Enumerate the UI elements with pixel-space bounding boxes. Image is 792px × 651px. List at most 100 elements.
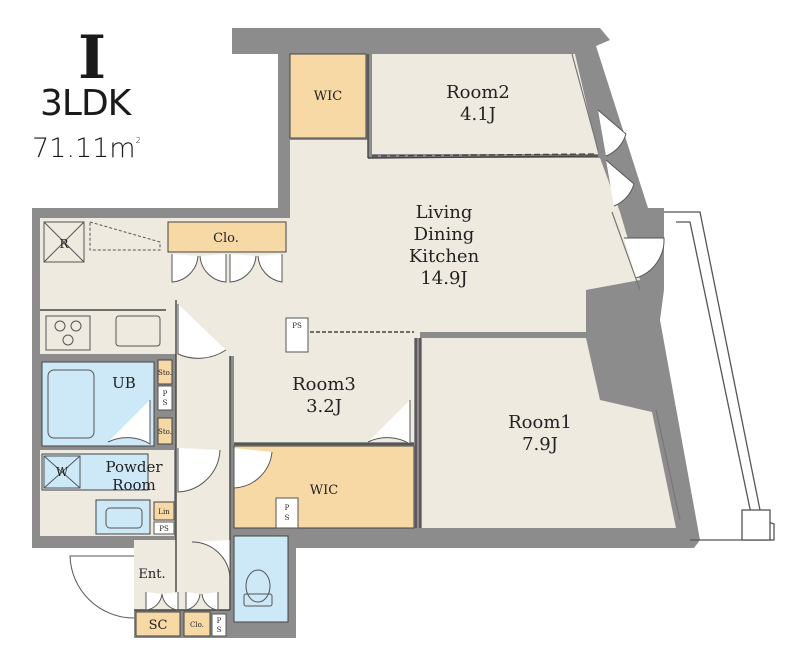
basin	[105, 507, 143, 529]
door-room2-window-1[interactable]	[597, 109, 627, 157]
door-powder[interactable]	[177, 448, 221, 493]
basin-area	[95, 499, 151, 535]
room-labels: Living Dining Kitchen 14.9J Room1 7.9J R…	[56, 82, 572, 634]
ldk-label-3: Kitchen	[409, 246, 480, 267]
east-column	[586, 280, 662, 410]
window-room2	[571, 53, 599, 151]
sto1-label: Sto.	[158, 369, 172, 377]
ps-entry-box	[211, 613, 227, 637]
room1-size: 7.9J	[522, 434, 558, 455]
balcony	[664, 211, 775, 541]
ps-powder-label: PS	[159, 525, 169, 533]
room2-sliding	[371, 153, 597, 157]
sto2-label: Sto.	[158, 428, 172, 436]
layout-label: 3LDK	[40, 83, 131, 124]
clo-entry-area	[183, 611, 211, 637]
door-clo-4[interactable]	[257, 254, 283, 283]
bath-fixtures	[43, 369, 273, 607]
area-label: 71.11m2	[32, 126, 141, 164]
sto2-area	[157, 417, 173, 445]
room2-bottom	[367, 155, 599, 159]
window-room1	[655, 409, 681, 521]
powder-label-1: Powder	[105, 458, 163, 476]
door-entrance[interactable]	[69, 555, 135, 619]
burner-3	[62, 334, 74, 346]
door-sc-1[interactable]	[145, 592, 163, 611]
fridge-label: R	[59, 237, 69, 251]
wic-top-label: WIC	[314, 89, 342, 104]
lin-area	[153, 501, 175, 521]
room2-label: Room2	[446, 82, 510, 103]
ps-ldk-label: PS	[292, 322, 302, 330]
ps-bath-label-2: S	[163, 399, 168, 407]
ps-entry-label-2: S	[217, 626, 222, 634]
cooktop	[45, 315, 91, 351]
kitchen-sink	[115, 315, 161, 347]
ps-wic-label-1: P	[285, 504, 290, 512]
wet-areas	[41, 361, 289, 623]
ps-ldk-box	[285, 317, 309, 353]
clo-kitchen-label: Clo.	[213, 231, 239, 246]
door-clo-entry-1[interactable]	[185, 592, 201, 611]
room2-size: 4.1J	[460, 104, 496, 125]
window-ldk	[611, 211, 641, 291]
burner-2	[70, 320, 82, 332]
fridge-box	[43, 221, 85, 263]
room3-size: 3.2J	[306, 396, 342, 417]
door-ub[interactable]	[107, 400, 151, 445]
door-room2-window-2[interactable]	[605, 159, 635, 207]
washer-cross-2	[43, 455, 81, 489]
sc-area	[135, 611, 181, 637]
unit-type-label: I	[78, 23, 107, 93]
room3-floor	[234, 338, 414, 442]
toilet-area	[233, 535, 289, 623]
door-clo-2[interactable]	[199, 254, 227, 283]
door-clo-entry-2[interactable]	[201, 592, 219, 611]
ps-powder-box	[153, 521, 175, 535]
door-toilet[interactable]	[191, 540, 231, 579]
room3-label: Room3	[292, 374, 356, 395]
ldk-label-2: Dining	[414, 224, 475, 245]
toilet-tank	[243, 593, 273, 607]
door-corridor[interactable]	[177, 304, 227, 359]
door-room3[interactable]	[367, 400, 411, 445]
washer-box	[43, 455, 81, 489]
windows	[571, 53, 681, 521]
washer-label: W	[56, 465, 69, 479]
ent-label: Ent.	[138, 567, 165, 582]
ps-bath-box	[157, 385, 173, 411]
counter-dashed	[89, 221, 161, 251]
door-clo-1[interactable]	[171, 254, 199, 283]
area-unit: m	[109, 133, 136, 164]
room1-floor	[422, 338, 676, 528]
bathtub	[47, 369, 95, 439]
lin-label: Lin	[158, 508, 170, 516]
wic-mid-label: WIC	[310, 483, 338, 498]
powder-label-2: Room	[112, 476, 156, 494]
sto1-area	[157, 359, 173, 385]
corner-column-top	[232, 28, 278, 54]
fridge-cross-2	[43, 221, 85, 263]
door-clo-3[interactable]	[229, 254, 257, 283]
area-unit-sup: 2	[135, 136, 141, 145]
ps-entry-label-1: P	[217, 617, 222, 625]
room2-floor	[372, 54, 598, 154]
burner-1	[54, 320, 66, 332]
door-wic-mid[interactable]	[233, 448, 273, 489]
partitions	[40, 54, 599, 611]
balcony-block	[741, 509, 771, 541]
room1-label: Room1	[508, 412, 572, 433]
clo-entry-label: Clo.	[190, 621, 204, 629]
ps-wic-label-2: S	[285, 514, 290, 522]
ps-blocks	[153, 317, 309, 637]
doors	[69, 109, 665, 619]
storage-areas	[135, 53, 415, 637]
door-sc-2[interactable]	[161, 592, 179, 611]
area-value: 71.11	[32, 133, 110, 164]
wic-top-area	[289, 53, 367, 139]
ps-bath-label-1: P	[163, 390, 168, 398]
clo-kitchen-area	[167, 221, 287, 253]
door-balcony[interactable]	[624, 237, 665, 279]
kitchen-fixtures	[43, 221, 161, 351]
